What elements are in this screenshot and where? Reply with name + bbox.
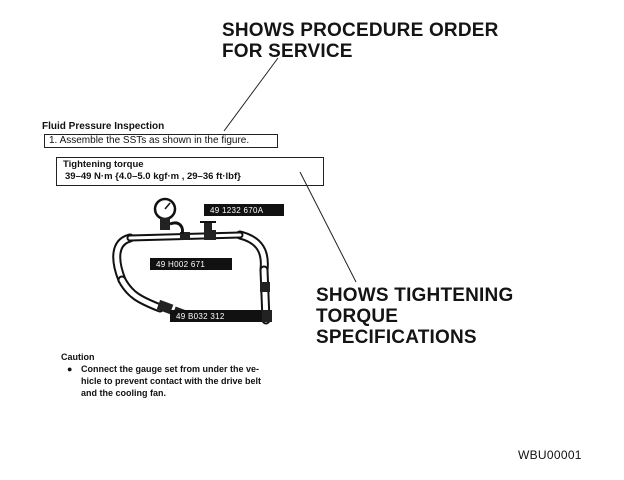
sst-label-middle-text: 49 H002 671: [156, 260, 205, 269]
shutoff-valve: [200, 221, 216, 230]
callout-torque-line2: TORQUE: [316, 306, 399, 327]
torque-leader-line: [299, 171, 357, 283]
sst-label-top: 49 1232 670A: [204, 204, 284, 216]
callout-procedure-line1: SHOWS PROCEDURE ORDER: [222, 20, 499, 41]
bullet-icon: ●: [67, 364, 73, 374]
hose-assembly: [112, 230, 271, 325]
procedure-leader-line: [223, 57, 279, 132]
sst-label-bottom-text: 49 B032 312: [176, 312, 225, 321]
torque-spec-value: 39–49 N·m {4.0–5.0 kgf·m , 29–36 ft·lbf}: [65, 171, 241, 182]
caution-text-line3: and the cooling fan.: [81, 388, 166, 398]
callout-torque-line1: SHOWS TIGHTENING: [316, 285, 514, 306]
sst-label-top-text: 49 1232 670A: [210, 206, 264, 215]
caution-text: Connect the gauge set from under the ve-…: [81, 363, 351, 399]
pressure-gauge: [153, 197, 184, 235]
callout-procedure-line2: FOR SERVICE: [222, 41, 353, 62]
callout-procedure-order: SHOWS PROCEDURE ORDER FOR SERVICE: [222, 20, 499, 62]
caution-text-line1: Connect the gauge set from under the ve-: [81, 364, 260, 374]
hose-fittings: [156, 230, 272, 322]
torque-spec-box: Tightening torque 39–49 N·m {4.0–5.0 kgf…: [56, 157, 324, 186]
sst-label-middle: 49 H002 671: [150, 258, 232, 270]
callout-torque-specs: SHOWS TIGHTENING TORQUE SPECIFICATIONS: [316, 285, 513, 348]
torque-spec-title: Tightening torque: [63, 159, 144, 170]
section-heading: Fluid Pressure Inspection: [42, 121, 165, 132]
caution-title: Caution: [61, 352, 95, 362]
sst-gauge-figure: 49 1232 670A 49 H002 671 49 B032 312: [112, 197, 284, 325]
sst-label-bottom: 49 B032 312: [170, 310, 262, 322]
caution-text-line2: hicle to prevent contact with the drive …: [81, 376, 262, 386]
procedure-step-box: 1. Assemble the SSTs as shown in the fig…: [44, 134, 278, 148]
figure-code: WBU00001: [518, 448, 582, 462]
caution-bullet-item: ● Connect the gauge set from under the v…: [67, 363, 361, 399]
callout-torque-line3: SPECIFICATIONS: [316, 327, 477, 348]
caution-note: Caution ● Connect the gauge set from und…: [61, 351, 361, 399]
